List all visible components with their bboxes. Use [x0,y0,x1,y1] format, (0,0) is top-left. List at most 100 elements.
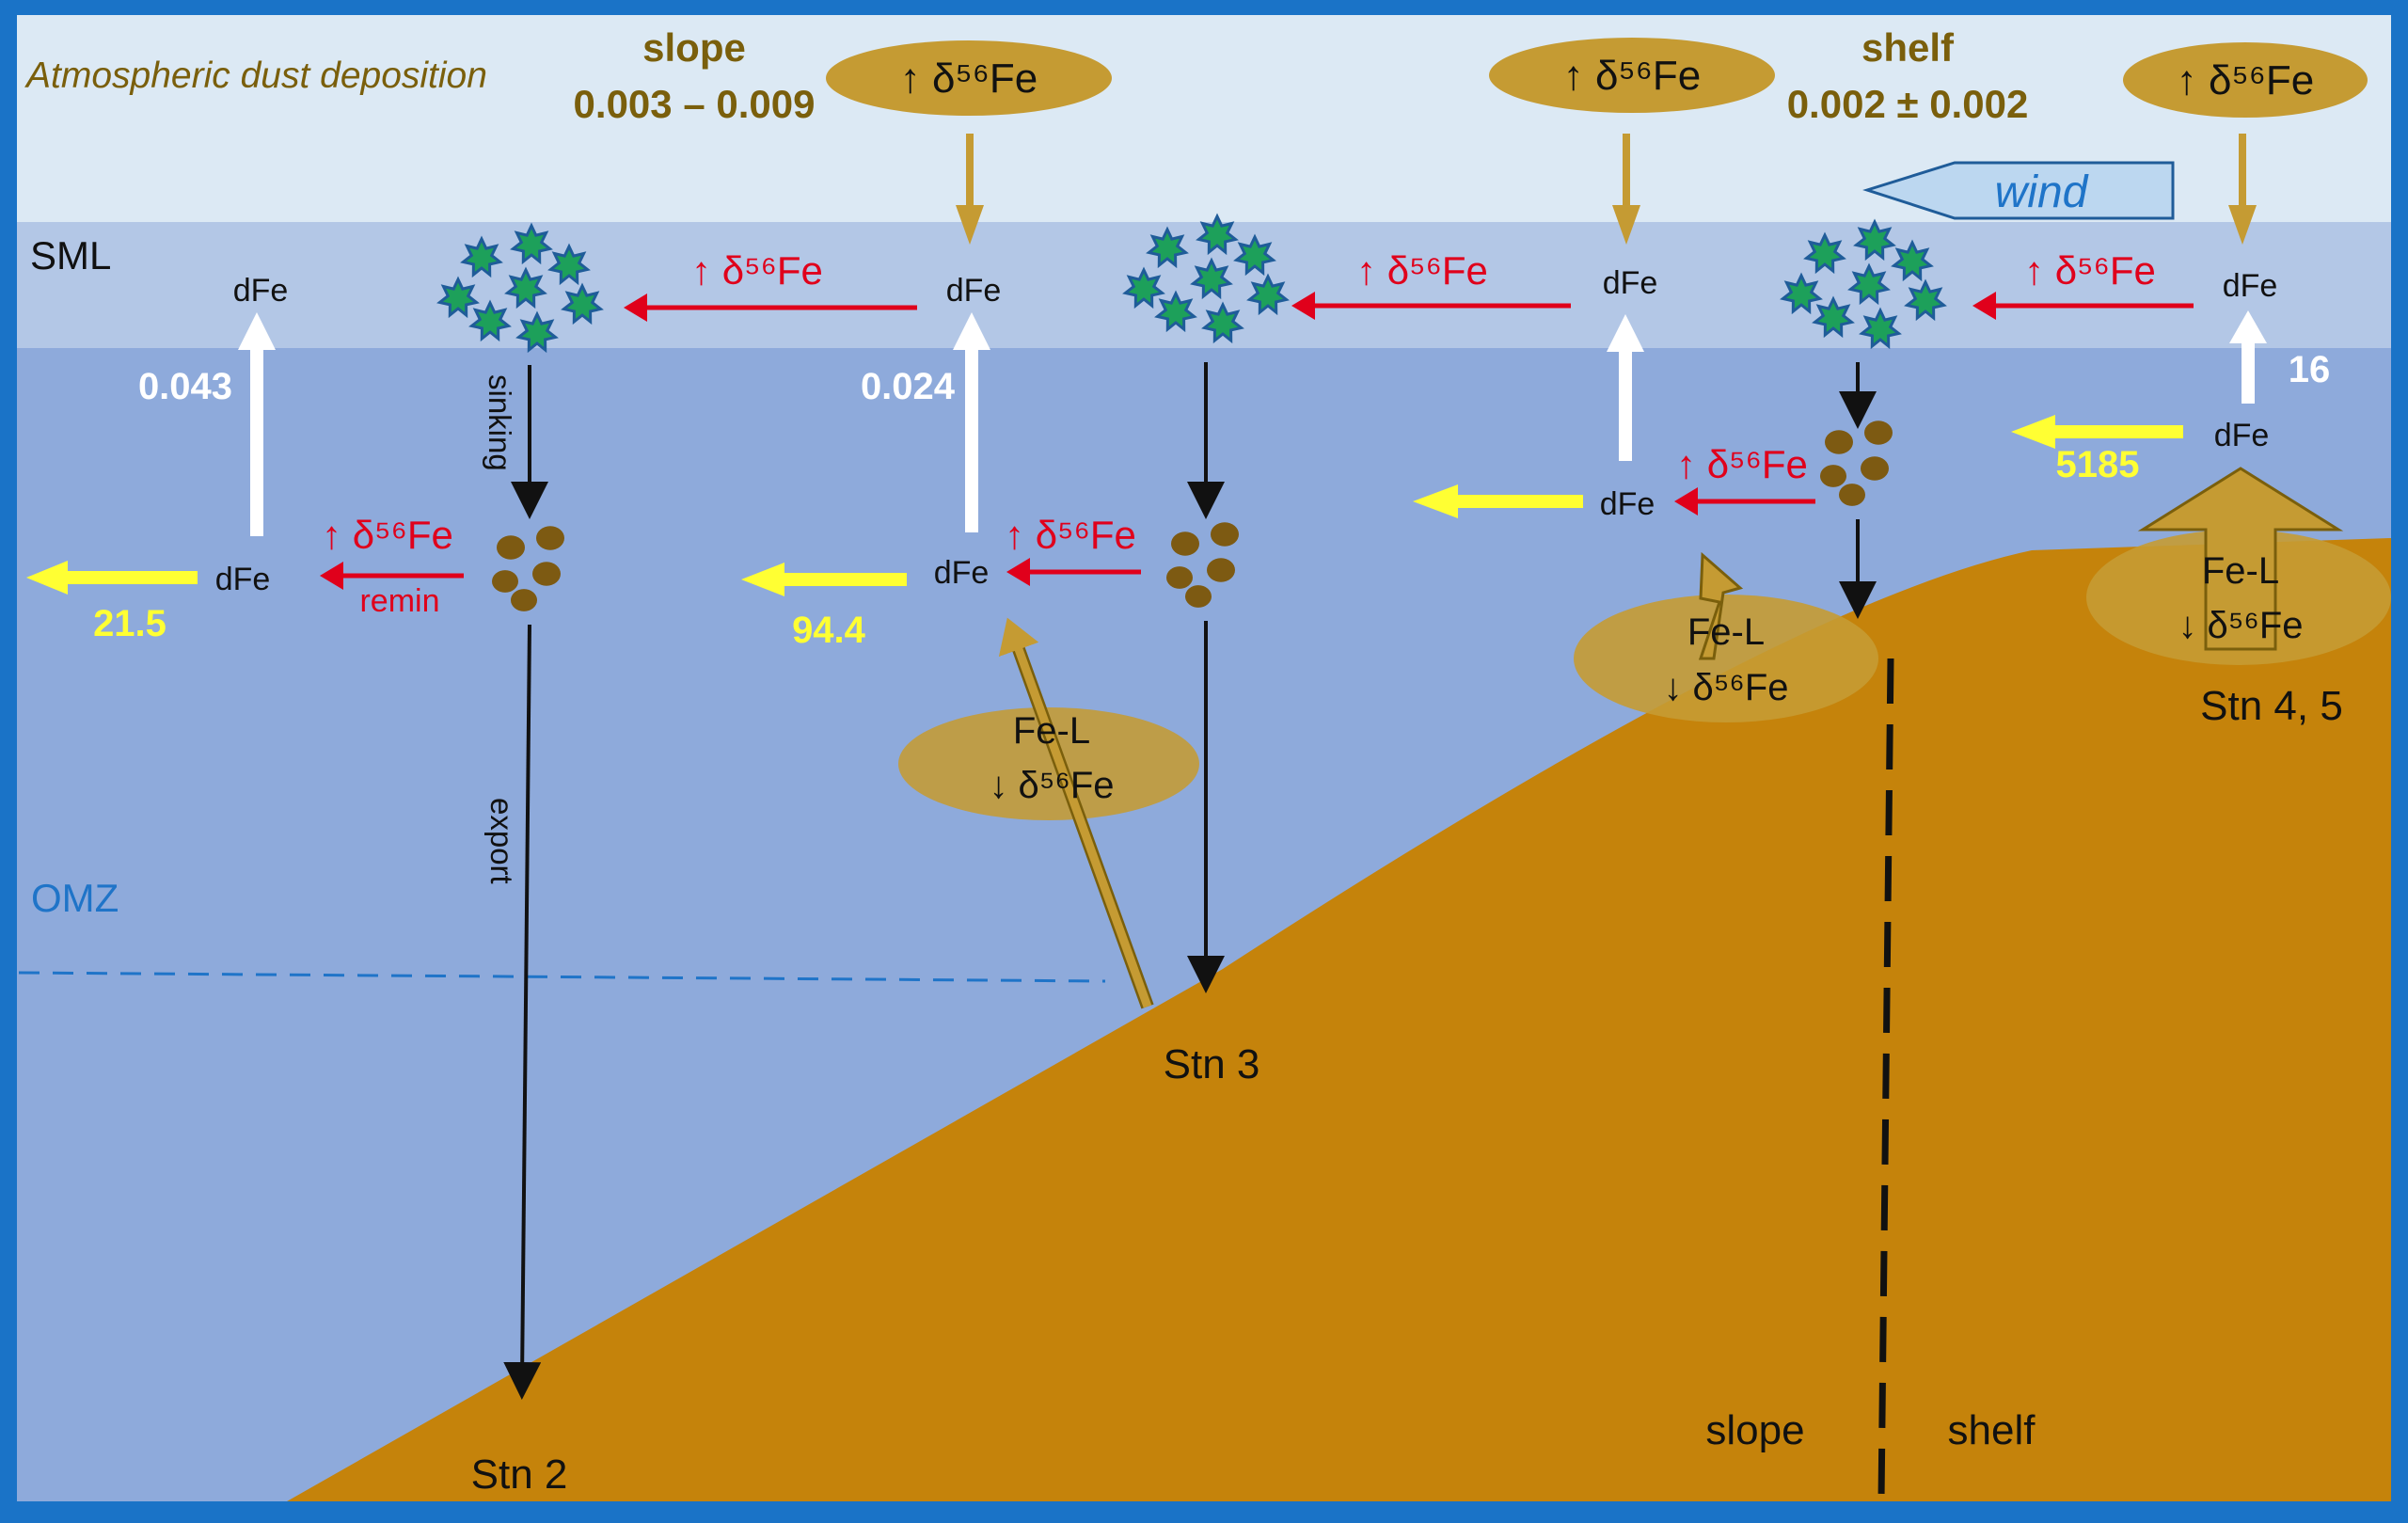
phytoplankton-cell [504,266,547,309]
sediment-flux-arrow-stn3 [998,617,1152,1008]
phytoplankton-cluster-slope [1780,218,1947,350]
flux-lateral-shelf: 5185 [2056,444,2140,485]
particle [497,535,525,560]
phytoplankton-cell [1859,307,1902,350]
dust-arrow-stn3 [956,134,984,245]
phytoplankton-cell [1246,273,1290,316]
phytoplankton-cell [1154,290,1197,333]
dust-arrow-slope [1612,134,1640,245]
dust-arrow-shelf [2228,134,2257,245]
sediment-flux-arrow-shelf [2137,467,2344,651]
phytoplankton-cell [547,243,591,286]
particle [1171,531,1199,556]
phytoplankton-cell [1847,262,1891,306]
phytoplankton-cell [460,235,503,278]
wind-arrow [1862,161,2175,220]
omz-boundary [18,971,1106,983]
dust-delta-stn3: ↑ δ⁵⁶Fe [900,56,1038,102]
phytoplankton-cell [1853,218,1896,262]
phytoplankton-cell [1233,233,1276,277]
particle [1825,430,1853,454]
remin-label: remin [359,583,439,619]
fe-l-ellipse-stn3 [898,707,1199,820]
particle [492,570,518,593]
dust-ellipse-slope [1489,38,1775,113]
particle [1864,420,1893,445]
lateral-arrow-slope [1413,484,1583,518]
flux-up-stn2: 0.043 [138,366,232,407]
dust-delta-slope: ↑ δ⁵⁶Fe [1563,53,1701,99]
phytoplankton-cell [510,222,553,265]
particle [536,526,564,550]
phytoplankton-cell [1190,257,1233,300]
phytoplankton-cluster-stn2 [436,222,604,354]
delta-remin-stn3: ↑ δ⁵⁶Fe [1005,513,1136,557]
particle [532,562,561,586]
phytoplankton-cell [1803,231,1846,275]
sediment-flux-arrow-slope [1698,551,1744,660]
dfe-surface-shelf: dFe [2223,268,2278,304]
shelf-deposition-value: 0.002 ± 0.002 [1787,82,2029,126]
particle-cluster-stn3 [1166,522,1239,608]
dfe-sub-slope: dFe [1600,486,1656,522]
atmospheric-label: Atmospheric dust deposition [24,56,487,96]
export-label: export [484,798,519,884]
particle [511,589,537,611]
phytoplankton-cell [515,310,559,354]
phytoplankton-cell [1812,295,1855,339]
particle [1861,456,1889,481]
station-3-label: Stn 3 [1164,1041,1260,1087]
phytoplankton-cell [1146,226,1189,269]
phytoplankton-cell [1196,213,1239,256]
shelf-bottom-label: shelf [1948,1407,2036,1453]
flux-up-shelf: 16 [2289,349,2331,390]
sml-label: SML [30,233,111,278]
dfe-surface-stn3: dFe [946,273,1002,309]
slope-title: slope [642,25,746,70]
sediment-slope [287,538,2391,1501]
slope-deposition-value: 0.003 – 0.009 [574,82,816,126]
lateral-arrow-shelf [2011,415,2183,449]
phytoplankton-cell [468,299,512,342]
phytoplankton-cluster-stn3 [1122,213,1290,344]
dust-delta-shelf: ↑ δ⁵⁶Fe [2177,57,2314,103]
slope-bottom-label: slope [1705,1407,1804,1453]
fe-l-ellipse-slope [1574,595,1878,722]
fe-l-shelf: Fe-L [2202,550,2279,592]
flux-up-stn3: 0.024 [861,366,956,407]
delta-surface-shelf: ↑ δ⁵⁶Fe [2024,248,2156,293]
phytoplankton-cell [1891,239,1934,282]
delta-down-stn3: ↓ δ⁵⁶Fe [989,765,1114,806]
phytoplankton-cell [1122,266,1165,309]
export-arrow-stn2 [503,624,542,1400]
phytoplankton-cell [561,282,604,325]
flux-lateral-stn2: 21.5 [93,603,166,644]
station-4-5-label: Stn 4, 5 [2200,683,2343,729]
phytoplankton-cell [1904,278,1947,322]
upwelling-arrow-stn3 [953,312,990,532]
slope-shelf-divider [1877,658,1894,1502]
phytoplankton-cell [436,276,480,319]
fe-l-slope: Fe-L [1687,611,1765,653]
lateral-arrow-stn2 [26,561,198,595]
delta-surface-stn3: ↑ δ⁵⁶Fe [691,248,823,293]
dust-ellipse-stn3 [826,40,1112,116]
particle [1207,558,1235,582]
omz-label: OMZ [31,876,119,920]
fe-l-stn3: Fe-L [1013,710,1090,752]
sinking-label: sinking [483,374,517,471]
shelf-title: shelf [1861,25,1955,70]
wind-label: wind [1995,167,2089,217]
dust-ellipse-shelf [2123,42,2368,118]
upwelling-arrow-slope [1607,314,1644,461]
particle-cluster-slope [1820,420,1893,506]
dfe-sub-shelf: dFe [2214,418,2270,453]
lateral-arrow-stn3 [741,563,907,596]
particle [1839,484,1865,506]
dfe-sub-stn2: dFe [215,562,271,597]
delta-remin-slope: ↑ δ⁵⁶Fe [1676,442,1808,486]
particle [1211,522,1239,547]
phytoplankton-cell [1780,272,1823,315]
